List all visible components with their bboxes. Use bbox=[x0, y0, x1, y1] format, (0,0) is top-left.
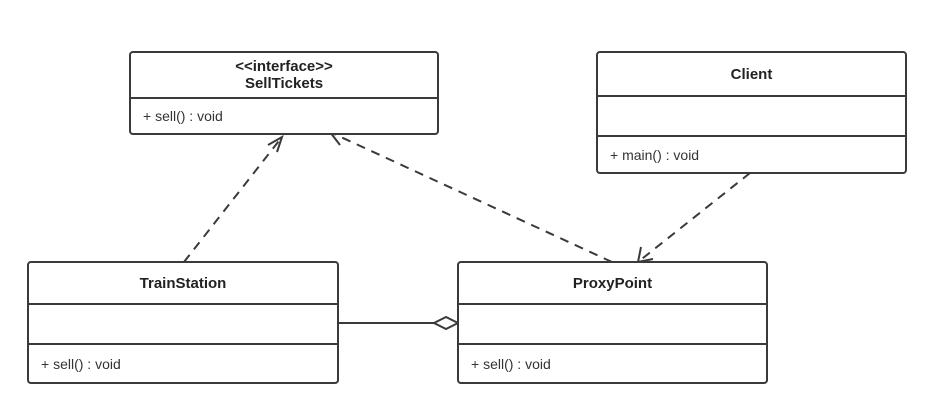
class-client[interactable]: Client + main() : void bbox=[596, 51, 907, 174]
class-name-client: Client bbox=[730, 65, 773, 83]
operation-proxypoint-sell: + sell() : void bbox=[471, 355, 551, 372]
dependency-client-proxypoint bbox=[637, 172, 751, 263]
interface-stereotype: <<interface>> bbox=[235, 58, 333, 75]
class-selltickets[interactable]: <<interface>> SellTickets + sell() : voi… bbox=[129, 51, 439, 135]
operation-client-main: + main() : void bbox=[610, 146, 700, 163]
class-proxypoint[interactable]: ProxyPoint + sell() : void bbox=[457, 261, 768, 384]
class-trainstation-header: TrainStation bbox=[29, 263, 337, 305]
realization-arrowhead-trainstation bbox=[267, 134, 284, 153]
operation-selltickets-sell: + sell() : void bbox=[143, 108, 223, 124]
class-name-proxypoint: ProxyPoint bbox=[572, 274, 653, 292]
class-proxypoint-attributes bbox=[459, 305, 766, 345]
operation-trainstation-sell: + sell() : void bbox=[41, 355, 121, 372]
class-client-header: Client bbox=[598, 53, 905, 97]
aggregation-diamond bbox=[431, 315, 461, 331]
class-client-attributes bbox=[598, 97, 905, 137]
class-selltickets-header: <<interface>> SellTickets bbox=[131, 53, 437, 99]
class-name-selltickets: SellTickets bbox=[244, 75, 324, 92]
class-proxypoint-header: ProxyPoint bbox=[459, 263, 766, 305]
dependency-arrowhead bbox=[636, 246, 654, 264]
class-trainstation-attributes bbox=[29, 305, 337, 345]
class-trainstation[interactable]: TrainStation + sell() : void bbox=[27, 261, 339, 384]
realization-proxypoint-selltickets bbox=[329, 131, 613, 263]
realization-trainstation-selltickets bbox=[183, 136, 283, 263]
class-name-trainstation: TrainStation bbox=[139, 274, 227, 292]
